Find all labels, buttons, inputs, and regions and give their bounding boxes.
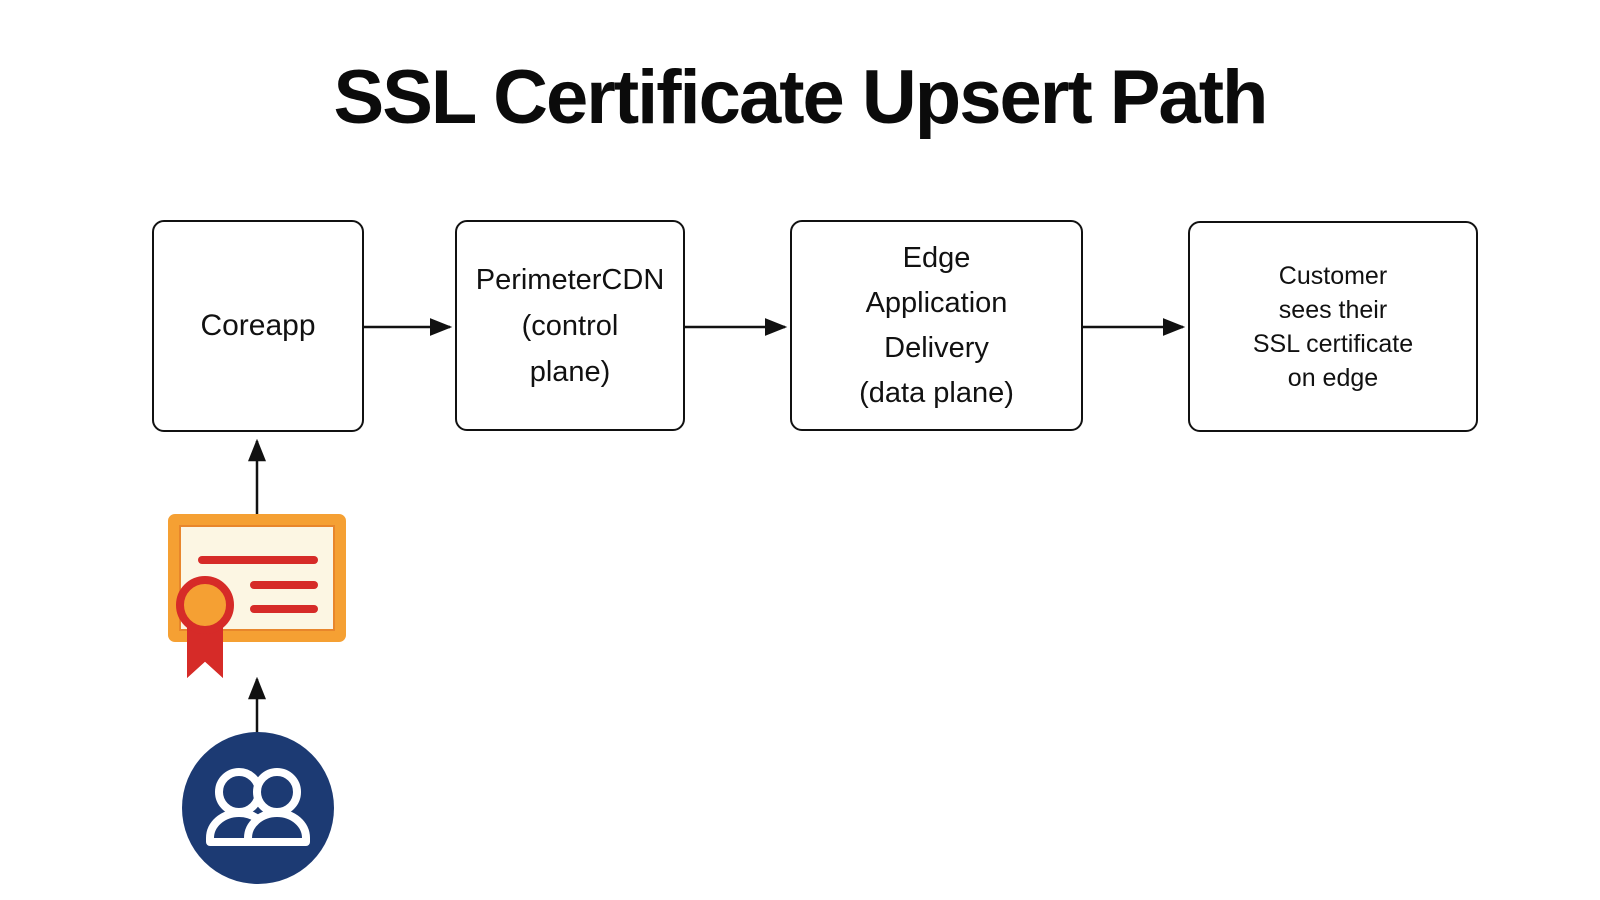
certificate-text-line — [198, 556, 318, 564]
node-coreapp-label: Coreapp — [200, 309, 316, 342]
certificate-text-line — [250, 605, 318, 613]
certificate-text-line — [250, 581, 318, 589]
node-edge-application-delivery-label: Edge Application Delivery (data plane) — [859, 241, 1014, 409]
diagram-title: SSL Certificate Upsert Path — [333, 55, 1269, 140]
node-customer-sees-certificate-label: Customer sees their SSL certificate on e… — [1252, 261, 1414, 392]
node-customer-sees-certificate: Customer sees their SSL certificate on e… — [1188, 221, 1478, 432]
node-coreapp: Coreapp — [152, 220, 364, 432]
node-perimeter-cdn-label: PerimeterCDN (control plane) — [475, 263, 665, 388]
users-glyph — [206, 768, 310, 846]
users-icon — [182, 732, 334, 884]
certificate-seal — [176, 576, 234, 634]
certificate-icon — [160, 506, 356, 686]
node-perimeter-cdn: PerimeterCDN (control plane) — [455, 220, 685, 431]
node-edge-application-delivery: Edge Application Delivery (data plane) — [790, 220, 1083, 431]
